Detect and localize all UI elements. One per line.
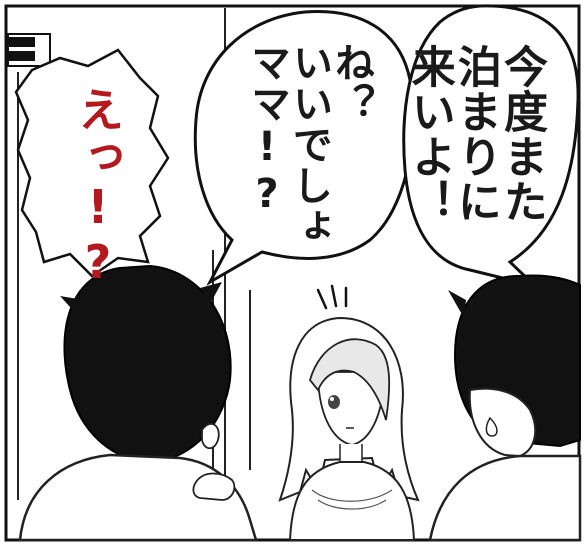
speech-text-right: 今度また 泊まりに 来いよ！ [403, 44, 547, 224]
speech-balloon-middle [193, 10, 415, 286]
surprise-marks [316, 284, 348, 310]
speech-balloon-right [402, 4, 580, 289]
shout-balloon [14, 48, 170, 278]
exclamation-text: えっ!? [71, 86, 125, 290]
hand [192, 472, 236, 501]
man-right-figure [428, 274, 582, 542]
man-left-figure [18, 264, 258, 542]
light-switch [7, 33, 51, 67]
girl-figure [278, 316, 420, 541]
speech-text-middle: ね？ いいでしょ ママ!? [244, 42, 374, 247]
